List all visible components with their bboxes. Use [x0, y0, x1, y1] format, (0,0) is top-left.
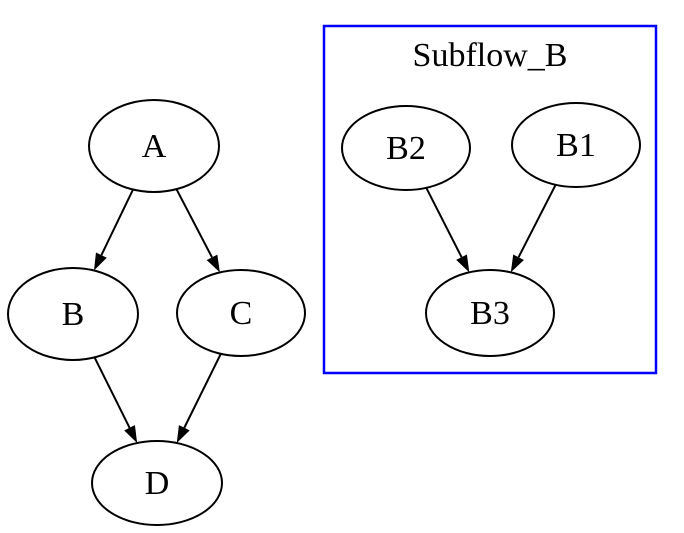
node-ellipse	[91, 440, 223, 526]
arrowhead-icon	[456, 254, 470, 273]
node-d: D	[91, 440, 223, 526]
node-ellipse	[341, 105, 471, 191]
arrowhead-icon	[176, 425, 190, 443]
node-label: C	[230, 295, 253, 332]
edge-B1-B3	[510, 184, 557, 273]
arrowhead-icon	[510, 254, 524, 273]
node-c: C	[176, 269, 306, 357]
node-b1: B1	[511, 102, 641, 188]
node-ellipse	[7, 267, 139, 361]
edge-line	[425, 187, 463, 258]
node-b3: B3	[425, 269, 555, 357]
node-label: B1	[556, 127, 596, 164]
node-b: B	[7, 267, 139, 361]
edge-C-D	[176, 353, 222, 443]
node-b2: B2	[341, 105, 471, 191]
node-a: A	[88, 99, 220, 193]
node-ellipse	[176, 269, 306, 357]
arrowhead-icon	[124, 425, 138, 444]
edge-line	[183, 353, 222, 429]
edge-B2-B3	[425, 187, 470, 273]
node-ellipse	[425, 269, 555, 357]
edge-B-D	[93, 356, 138, 444]
node-label: D	[145, 465, 170, 502]
node-label: B	[62, 296, 85, 333]
edge-line	[517, 184, 557, 258]
edge-line	[100, 189, 134, 256]
node-label: B2	[386, 130, 426, 167]
node-ellipse	[88, 99, 220, 193]
cluster-subflow-b-border	[322, 24, 658, 375]
edge-A-C	[175, 188, 220, 273]
node-ellipse	[511, 102, 641, 188]
node-label: A	[142, 128, 167, 165]
edge-A-B	[93, 189, 134, 271]
arrowhead-icon	[93, 252, 107, 271]
arrowhead-icon	[206, 254, 220, 273]
edge-line	[93, 356, 131, 429]
cluster-subflow-b-label: Subflow_B	[413, 37, 568, 74]
node-label: B3	[470, 295, 510, 332]
edge-line	[175, 188, 213, 258]
